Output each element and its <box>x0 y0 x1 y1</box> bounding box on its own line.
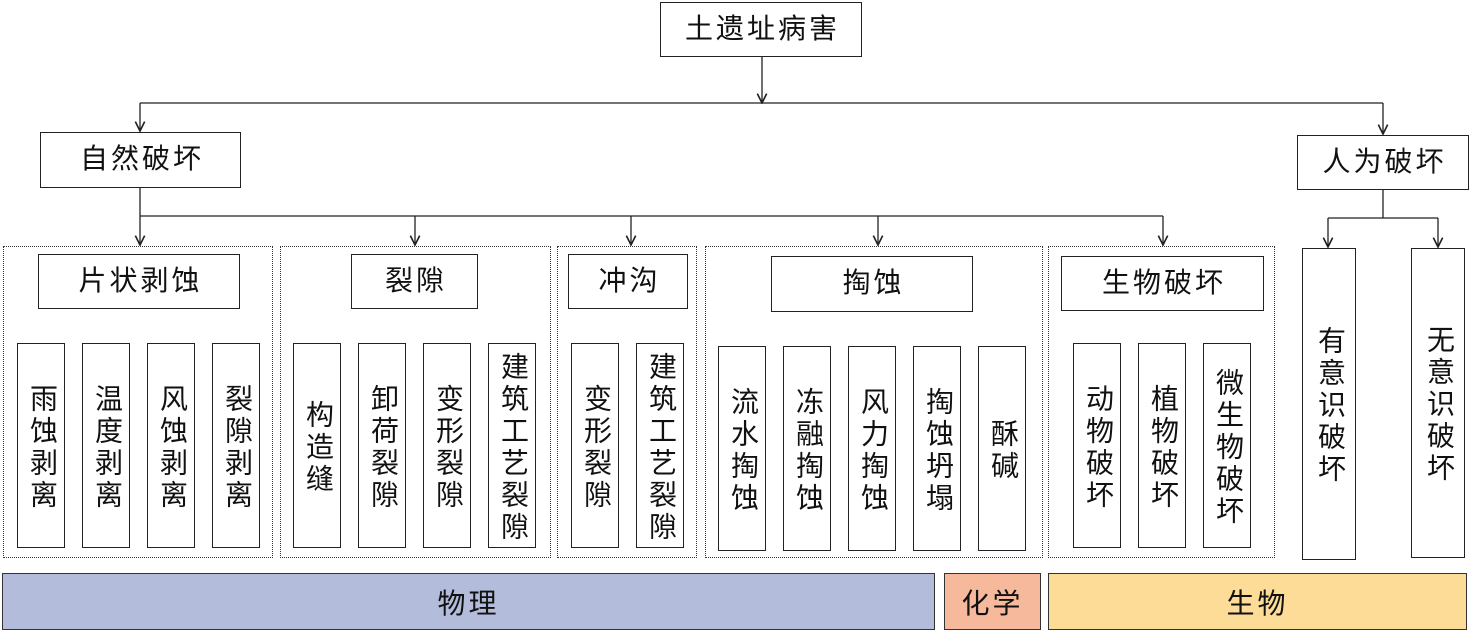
leaf-construction-crack: 建筑工艺裂隙 <box>488 343 536 548</box>
leaf-intentional-damage: 有意识破坏 <box>1302 248 1356 560</box>
leaf-wind-undercutting: 风力掏蚀 <box>848 346 896 551</box>
group-undercutting <box>705 246 1043 558</box>
header-cracks: 裂隙 <box>351 254 478 309</box>
leaf-gully-deformation-crack: 变形裂隙 <box>571 343 619 548</box>
category-chemical-bar: 化学 <box>944 573 1041 630</box>
leaf-temperature-flaking: 温度剥离 <box>82 343 130 548</box>
leaf-gully-construction-crack: 建筑工艺裂隙 <box>636 343 684 548</box>
leaf-structural-joint: 构造缝 <box>293 343 341 548</box>
leaf-crack-flaking: 裂隙剥离 <box>212 343 260 548</box>
leaf-plant-damage: 植物破坏 <box>1138 343 1186 548</box>
category-physical-bar: 物理 <box>2 573 935 630</box>
leaf-freeze-thaw-undercutting: 冻融掏蚀 <box>783 346 831 551</box>
leaf-microbial-damage: 微生物破坏 <box>1203 343 1251 548</box>
group-flaking <box>3 246 273 558</box>
header-gully: 冲沟 <box>568 254 688 309</box>
root-node: 土遗址病害 <box>660 2 862 57</box>
category-biological-bar: 生物 <box>1048 573 1467 630</box>
leaf-water-undercutting: 流水掏蚀 <box>718 346 766 551</box>
leaf-animal-damage: 动物破坏 <box>1073 343 1121 548</box>
human-damage-node: 人为破坏 <box>1297 135 1469 190</box>
leaf-wind-erosion-flaking: 风蚀剥离 <box>147 343 195 548</box>
leaf-rain-erosion-flaking: 雨蚀剥离 <box>17 343 65 548</box>
header-undercutting: 掏蚀 <box>771 256 973 312</box>
leaf-unintentional-damage: 无意识破坏 <box>1411 248 1465 558</box>
group-cracks <box>280 246 551 558</box>
leaf-unloading-crack: 卸荷裂隙 <box>358 343 406 548</box>
leaf-undercut-collapse: 掏蚀坍塌 <box>913 346 961 551</box>
natural-damage-node: 自然破坏 <box>40 132 241 188</box>
header-flaking: 片状剥蚀 <box>38 254 240 309</box>
header-biological-damage: 生物破坏 <box>1061 256 1264 311</box>
leaf-salt-efflorescence: 酥碱 <box>978 346 1026 551</box>
group-biological-damage <box>1048 246 1275 558</box>
leaf-deformation-crack: 变形裂隙 <box>423 343 471 548</box>
group-gully <box>557 246 697 558</box>
